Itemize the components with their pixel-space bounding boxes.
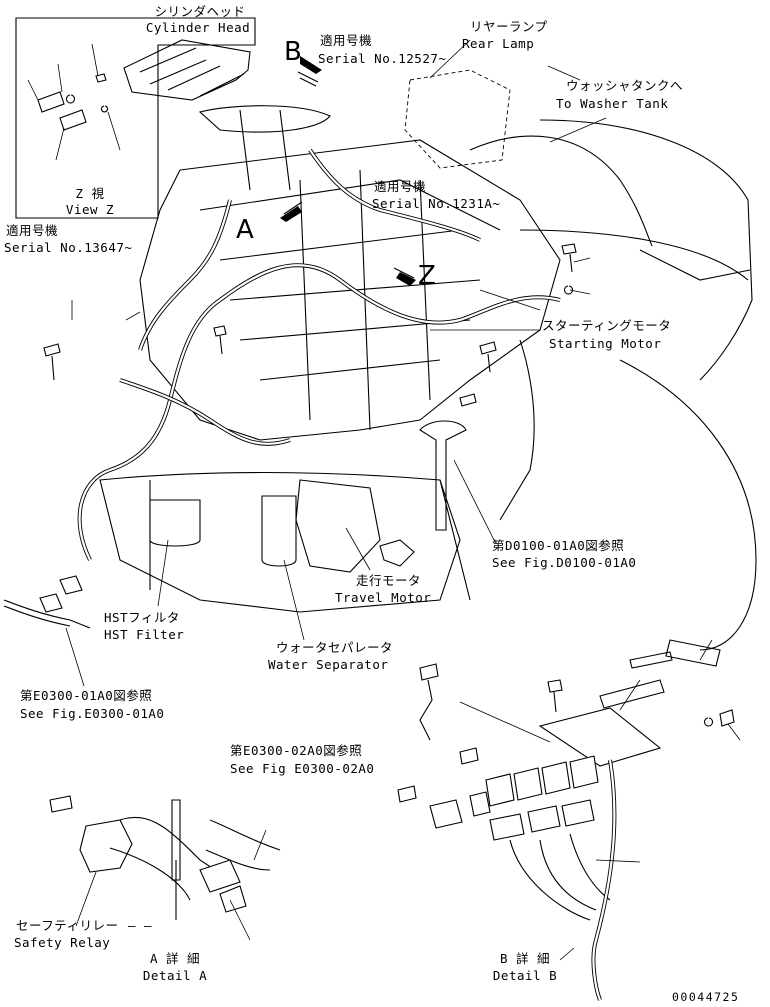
- bolt-left: [43, 343, 61, 381]
- cylinder-head-en: Cylinder Head: [145, 20, 251, 35]
- safety-relay-dashes: – –: [128, 918, 153, 933]
- hst-filter-en: HST Filter: [104, 627, 185, 642]
- water-separator-jp: ウォータセパレータ: [276, 640, 394, 655]
- hood-right: [539, 119, 753, 381]
- travel-motor-jp: 走行モータ: [356, 573, 422, 588]
- water-separator-shape: [261, 495, 297, 567]
- loose-wire-left: [3, 599, 91, 629]
- washer-hose: [469, 135, 653, 247]
- ref-d0100-en: See Fig.D0100-01A0: [492, 555, 637, 570]
- ref-e0300-01-en: See Fig.E0300-01A0: [20, 706, 165, 721]
- ref-e0300-02-en: See Fig E0300-02A0: [230, 761, 375, 776]
- detail-b-bracket: [538, 707, 662, 767]
- serial-1231a-jp: 適用号機: [374, 179, 427, 194]
- arrow-b: [300, 56, 322, 74]
- marker-a: A: [236, 215, 254, 245]
- washer-tank-en: To Washer Tank: [556, 96, 669, 111]
- detail-a-bolt: [49, 795, 73, 813]
- arrow-z: [396, 272, 416, 286]
- starting-motor-en: Starting Motor: [549, 336, 662, 351]
- washer-tank-jp: ウォッシャタンクへ: [566, 78, 684, 93]
- ref-e0300-02-jp: 第E0300-02A0図参照: [230, 743, 363, 758]
- detail-b-harness: [591, 759, 617, 1001]
- drawing-number: 00044725: [672, 990, 740, 1004]
- safety-relay-en: Safety Relay: [14, 935, 111, 950]
- view-z-bolts: [37, 73, 109, 131]
- view-z-title-jp: Z 視: [75, 186, 105, 201]
- rear-lamp-en: Rear Lamp: [462, 36, 535, 51]
- serial-12527-en: Serial No.12527~: [318, 51, 447, 66]
- serial-13647-jp: 適用号機: [6, 223, 59, 238]
- ref-d0100-jp: 第D0100-01A0図参照: [492, 538, 625, 553]
- travel-motor-shape: [295, 479, 381, 573]
- safety-relay-jp: セーフティリレー: [16, 918, 119, 933]
- detail-a-en: Detail A: [142, 968, 208, 983]
- arrow-a: [280, 206, 302, 222]
- view-z-title-en: View Z: [65, 202, 115, 217]
- marker-z: Z: [418, 261, 436, 291]
- serial-12527-jp: 適用号機: [320, 33, 373, 48]
- detail-b-en: Detail B: [492, 968, 558, 983]
- cylinder-head-jp: シリンダヘッド: [154, 4, 246, 19]
- hst-filter-shape: [149, 499, 201, 547]
- serial-13647-en: Serial No.13647~: [4, 240, 133, 255]
- starting-motor-jp: スターティングモータ: [542, 318, 672, 333]
- rear-lamp-shape: [404, 69, 511, 169]
- ref-e0300-01-jp: 第E0300-01A0図参照: [20, 688, 153, 703]
- marker-b: B: [284, 37, 302, 67]
- water-separator-en: Water Separator: [268, 657, 389, 672]
- lower-frame: [99, 471, 461, 613]
- detail-b-relays: [485, 755, 599, 807]
- hst-filter-jp: HSTフィルタ: [104, 610, 180, 625]
- safety-relay-shape: [79, 819, 133, 873]
- detail-a-jp: A 詳 細: [149, 951, 201, 966]
- travel-motor-en: Travel Motor: [335, 590, 432, 605]
- view-z-frame: [15, 17, 256, 219]
- rear-lamp-jp: リヤーランプ: [470, 19, 548, 34]
- serial-1231a-en: Serial No.1231A~: [372, 196, 501, 211]
- engine-block: [139, 139, 561, 441]
- detail-b-jp: B 詳 細: [499, 951, 551, 966]
- view-z-cylinder-head: [123, 39, 251, 101]
